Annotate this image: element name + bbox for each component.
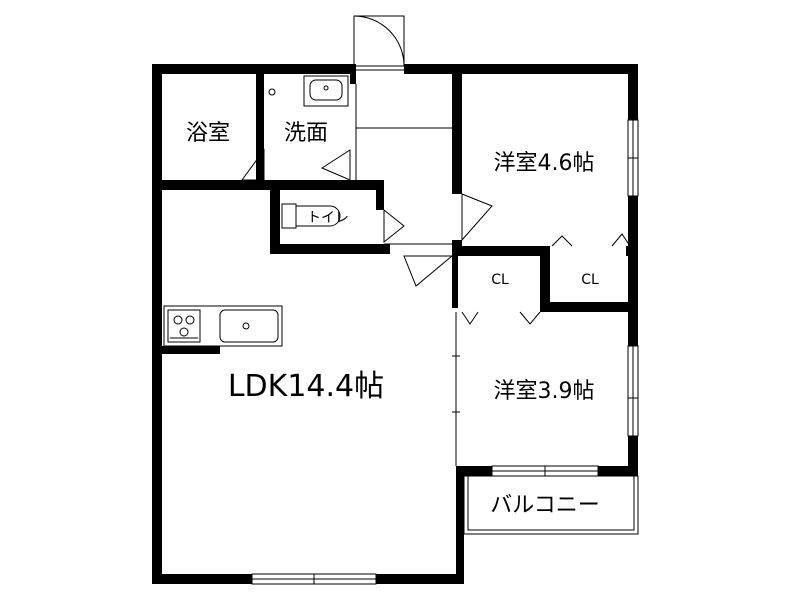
washbasin: [268, 75, 349, 107]
partition-lines: [355, 84, 460, 466]
interior-walls: [152, 64, 638, 354]
room-label-closet-2: CL: [581, 272, 599, 288]
room-label-closet-1: CL: [491, 272, 509, 288]
room-label-bedroom-north: 洋室4.6帖: [494, 151, 595, 176]
entrance-door: [353, 15, 405, 71]
room-label-washroom: 洗面: [284, 121, 328, 146]
kitchen-counter: [163, 305, 283, 347]
room-label-ldk: LDK14.4帖: [228, 369, 384, 404]
room-label-toilet: トイレ: [307, 210, 349, 226]
exterior-walls: [152, 64, 638, 584]
room-label-bath: 浴室: [186, 121, 230, 146]
interior-doors: [241, 148, 631, 325]
room-label-bedroom-south: 洋室3.9帖: [494, 379, 595, 404]
balcony: [463, 475, 639, 535]
room-label-balcony: バルコニー: [490, 493, 600, 518]
toilet-fixture: [281, 203, 341, 229]
